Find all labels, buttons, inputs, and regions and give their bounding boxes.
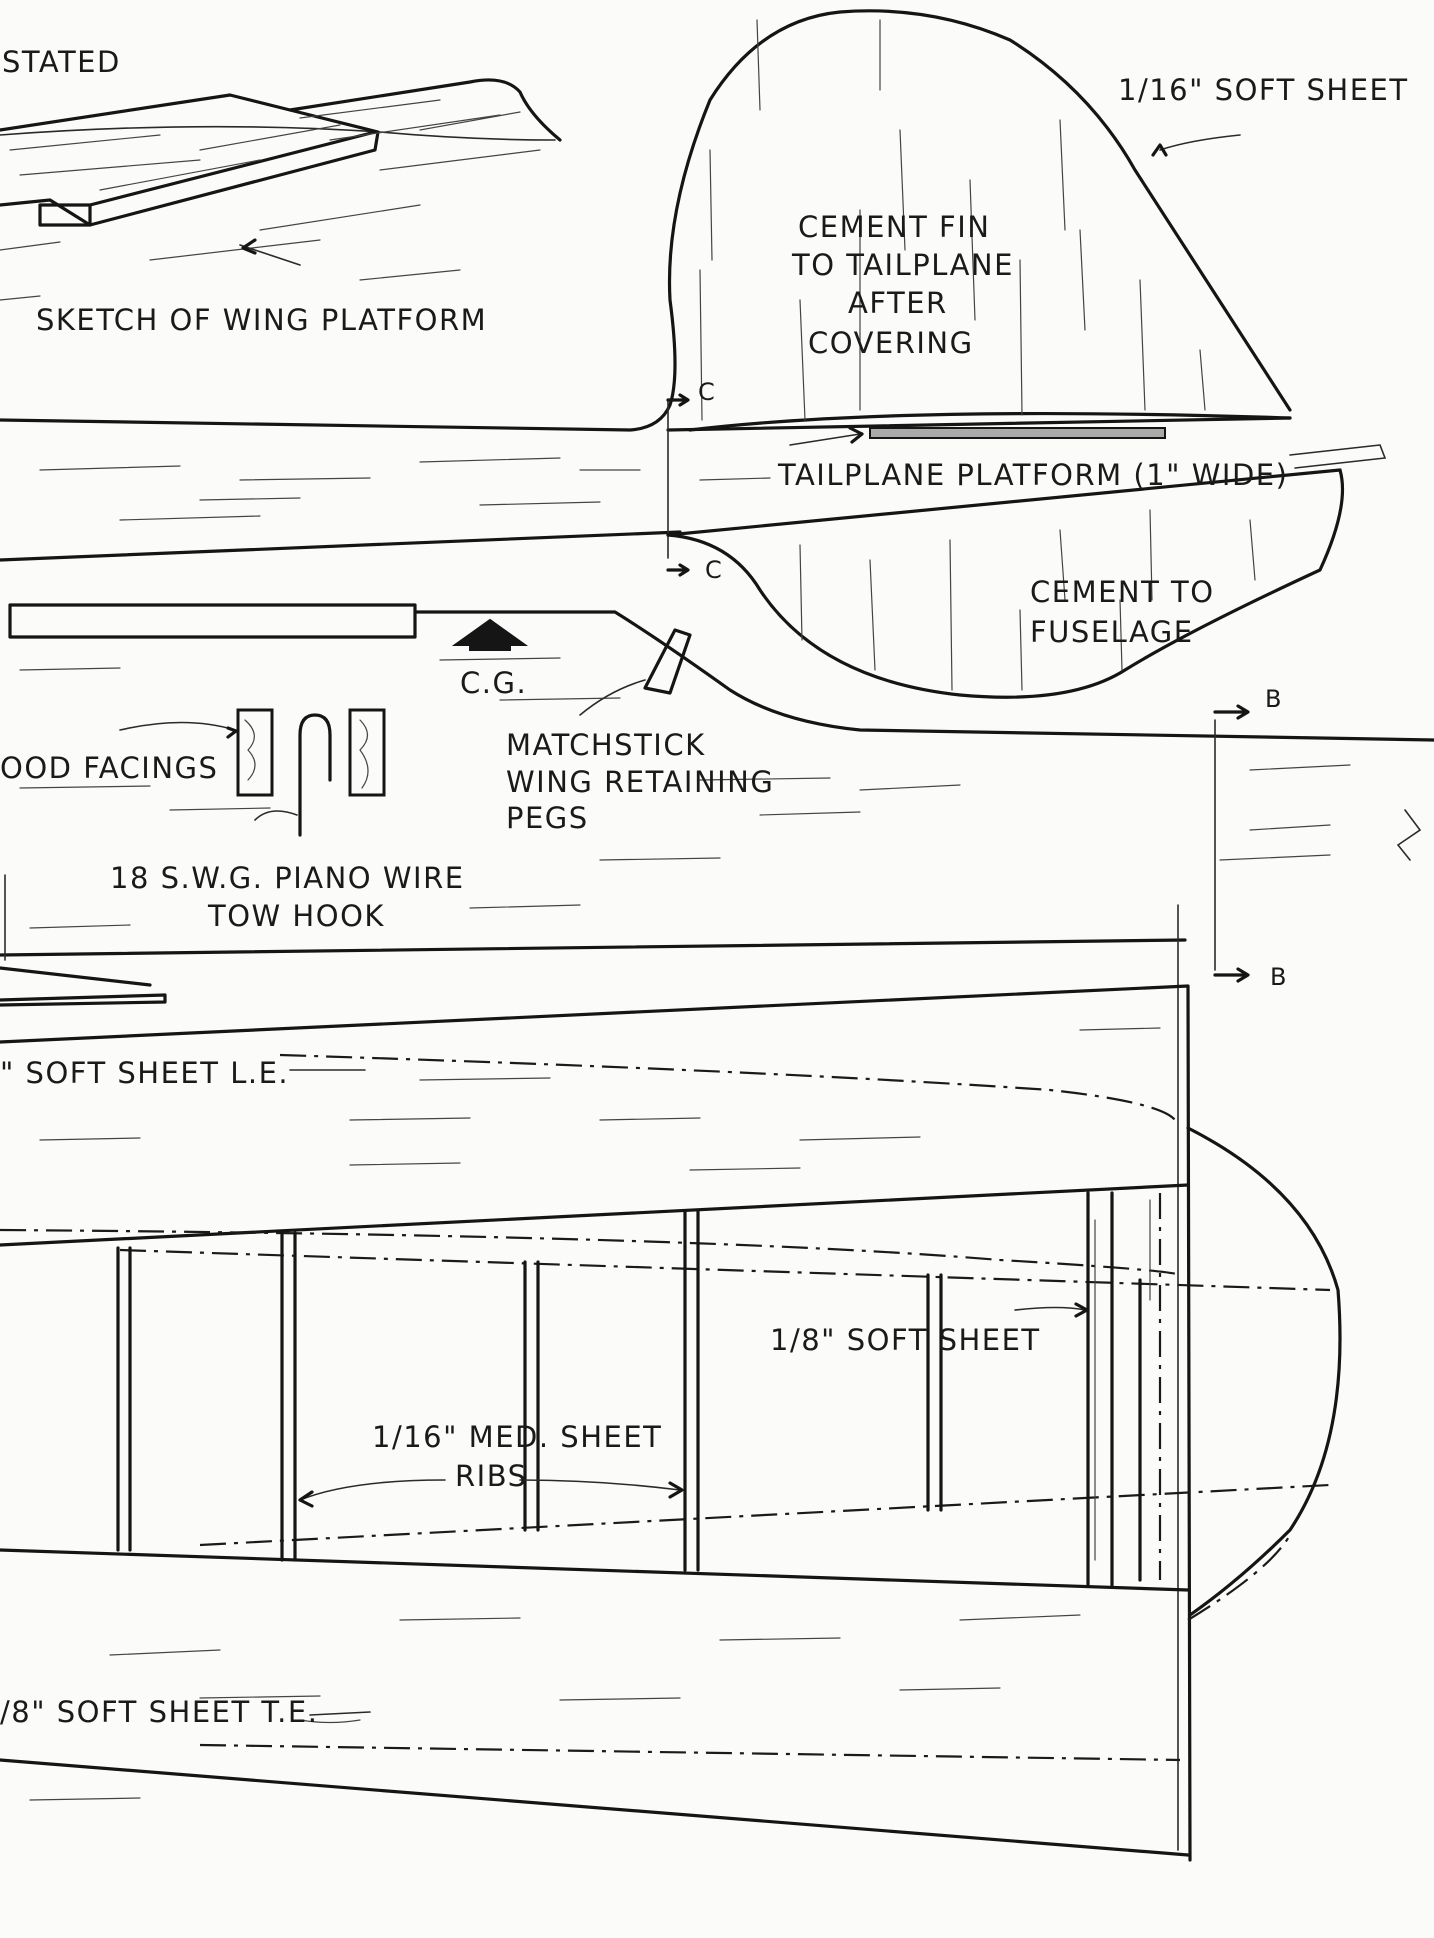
wing-root-section	[0, 603, 1434, 957]
fin	[688, 19, 1292, 446]
section-c-markers	[666, 393, 690, 577]
label-section-c-top: C	[698, 378, 715, 406]
label-stated: STATED	[2, 45, 121, 79]
label-tip-sheet: 1/8" SOFT SHEET	[770, 1323, 1041, 1357]
label-le-sheet: " SOFT SHEET L.E.	[0, 1056, 289, 1090]
label-cg: C.G.	[460, 666, 527, 700]
label-cement-fin-line1: CEMENT FIN	[798, 210, 990, 244]
label-te-sheet: /8" SOFT SHEET T.E.	[0, 1695, 318, 1729]
label-section-b-top: B	[1265, 685, 1281, 713]
label-matchstick-line1: MATCHSTICK	[506, 728, 706, 762]
wing-plan	[0, 984, 1342, 1862]
wood-facings	[119, 708, 386, 797]
fuselage-boom	[0, 9, 1342, 562]
label-matchstick-line2: WING RETAINING	[506, 765, 774, 799]
fin-sheet-arrowhead	[1151, 143, 1168, 157]
label-cement-fuselage-line2: FUSELAGE	[1030, 615, 1194, 649]
tow-hook	[254, 713, 332, 837]
label-piano-wire-line1: 18 S.W.G. PIANO WIRE	[110, 861, 465, 895]
fin-sheet-leader	[1159, 134, 1241, 151]
tailplane-lower	[666, 444, 1387, 699]
label-ribs: RIBS	[455, 1459, 528, 1493]
label-ribs-sheet: 1/16" MED. SHEET	[372, 1420, 662, 1454]
label-piano-wire-line2: TOW HOOK	[207, 899, 385, 933]
label-fin-sheet: 1/16" SOFT SHEET	[1118, 73, 1409, 107]
left-edge-fragments	[0, 874, 167, 1007]
matchstick-pegs	[579, 628, 692, 716]
label-wood-facings: OOD FACINGS	[0, 751, 218, 785]
label-cement-fin-line2: TO TAILPLANE	[791, 248, 1014, 282]
label-section-c-bottom: C	[705, 556, 722, 584]
label-section-b-bottom: B	[1270, 963, 1286, 991]
label-matchstick-line3: PEGS	[506, 801, 589, 835]
label-cement-fin-line4: COVERING	[808, 326, 974, 360]
label-cement-fin-line3: AFTER	[848, 286, 948, 320]
label-cement-fuselage-line1: CEMENT TO	[1030, 575, 1215, 609]
cg-arrow	[451, 618, 529, 651]
section-b-markers	[1177, 704, 1422, 1851]
label-tailplane-platform: TAILPLANE PLATFORM (1" WIDE)	[777, 458, 1288, 492]
wing-platform-sketch	[0, 78, 562, 301]
label-sketch-wing-platform: SKETCH OF WING PLATFORM	[36, 303, 487, 337]
